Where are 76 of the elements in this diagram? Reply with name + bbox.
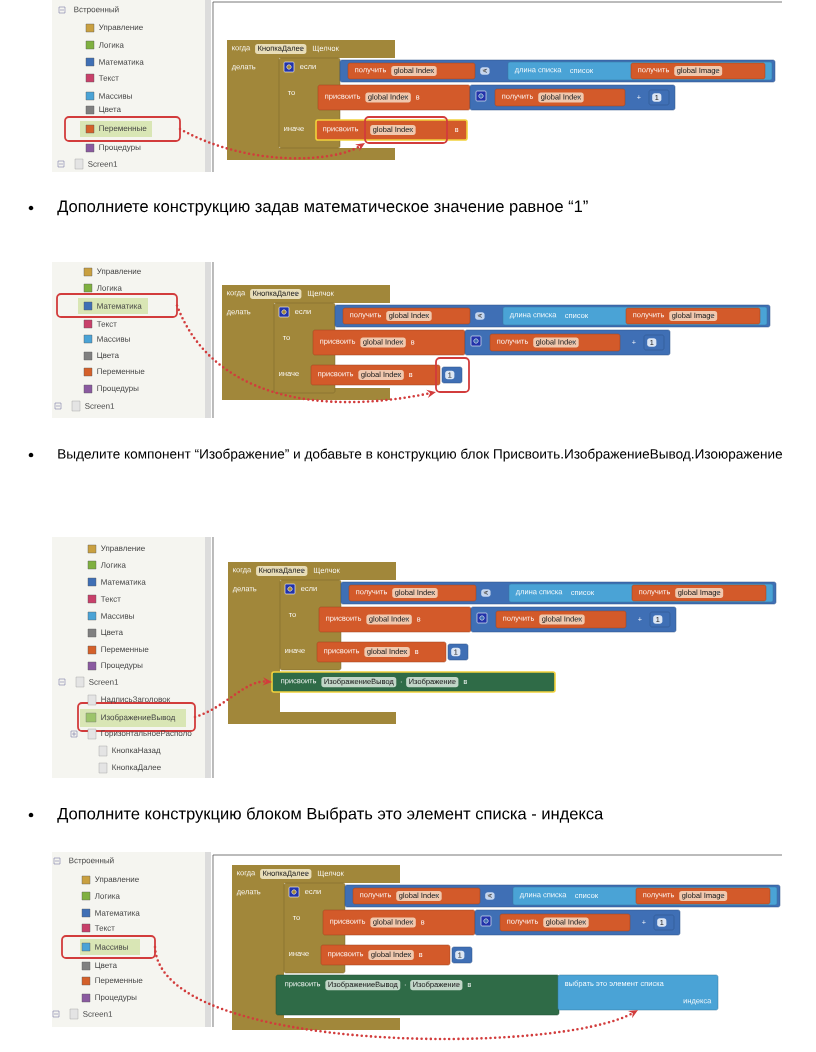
palette-item-label: Массивы	[95, 944, 128, 950]
getter-block	[352, 887, 481, 905]
dotted-arrow	[178, 127, 365, 160]
number-block	[447, 643, 469, 661]
highlighted-palette-item	[61, 935, 156, 959]
palette-item-label: Процедуры	[95, 994, 137, 1002]
palette-item-label: Логика	[98, 42, 124, 48]
palette-item-label: Массивы	[101, 613, 134, 619]
palette-item-label: Screen1	[85, 403, 115, 409]
highlighted-palette-item	[77, 702, 196, 732]
highlighted-palette-item	[56, 293, 178, 318]
palette-item-label: ГоризонтальноеРасполо	[101, 730, 192, 738]
list-item-block	[557, 974, 719, 1011]
palette-item-label: Цвета	[97, 352, 119, 360]
palette-item-label: НадписьЗаголовок	[101, 696, 171, 704]
getter-block	[631, 584, 767, 602]
number-block	[649, 611, 671, 628]
setter-block	[310, 364, 441, 386]
palette-item-label: Управление	[94, 876, 139, 884]
getter-block	[630, 62, 766, 80]
number-block	[643, 334, 665, 351]
palette-item-label: Текст	[100, 596, 121, 602]
setter-block	[318, 606, 472, 633]
getter-block	[342, 307, 471, 325]
highlighted-field	[364, 116, 448, 144]
number-block	[451, 946, 473, 964]
setter-block	[322, 909, 476, 936]
palette-item-label: Математика	[95, 910, 140, 916]
palette-item-label: Процедуры	[101, 662, 143, 670]
instruction-text: Выделите компонент “Изображение” и добавьте в конструкцию блок Присвоить.ИзображениеВывод.Изоюражение	[58, 448, 783, 462]
palette-item-label: Переменные	[97, 368, 145, 376]
number-block	[653, 914, 675, 931]
palette-item-label: Управление	[96, 268, 141, 276]
palette-item-label: Встроенный	[69, 857, 114, 865]
number-block	[648, 89, 670, 106]
getter-block	[347, 62, 476, 80]
highlighted-palette-item	[64, 116, 181, 142]
palette-item-label: Переменные	[99, 125, 147, 133]
palette-item-label: Математика	[99, 59, 144, 65]
setter-block	[312, 329, 466, 356]
palette-item-label: Переменные	[95, 977, 143, 985]
palette-item-label: Логика	[94, 893, 120, 899]
palette-item-label: КнопкаДалее	[112, 764, 161, 772]
palette-item-label: Screen1	[89, 679, 119, 685]
getter-block	[489, 333, 621, 352]
palette-item-label: ИзображениеВывод	[101, 714, 176, 722]
getter-block	[494, 88, 626, 107]
setter-block	[271, 671, 556, 693]
getter-block	[635, 887, 771, 905]
palette-item-label: Встроенный	[74, 6, 119, 14]
palette-item-label: Управление	[98, 24, 143, 32]
palette-item-label: Текст	[98, 75, 119, 81]
getter-block	[499, 913, 631, 932]
setter-block	[320, 944, 451, 966]
palette-item-label: Управление	[100, 545, 145, 553]
instruction-text: Дополните конструкцию блоком Выбрать это элемент списка - индекса	[57, 807, 604, 823]
palette-item-label: Screen1	[83, 1011, 113, 1017]
palette-item-label: Массивы	[97, 336, 130, 342]
dotted-arrow	[153, 945, 638, 1041]
highlighted-number-block	[435, 357, 470, 393]
palette-item-label: Цвета	[101, 629, 123, 637]
setter-block	[317, 84, 471, 111]
setter-block	[275, 974, 560, 1016]
getter-block	[495, 610, 627, 629]
palette-item-label: Переменные	[101, 646, 149, 654]
palette-item-label: Массивы	[99, 93, 132, 99]
setter-block	[316, 641, 447, 663]
palette-item-label: Математика	[101, 579, 146, 585]
palette-item-label: Процедуры	[97, 385, 139, 393]
palette-item-label: Логика	[100, 562, 126, 568]
palette-item-label: КнопкаНазад	[112, 747, 161, 755]
instruction-text: Дополниете конструкцию задав математическое значение равное “1”	[57, 200, 588, 216]
getter-block	[625, 307, 761, 325]
palette-item-label: Screen1	[88, 161, 118, 167]
palette-item-label: Математика	[97, 303, 142, 309]
getter-block	[348, 584, 477, 602]
